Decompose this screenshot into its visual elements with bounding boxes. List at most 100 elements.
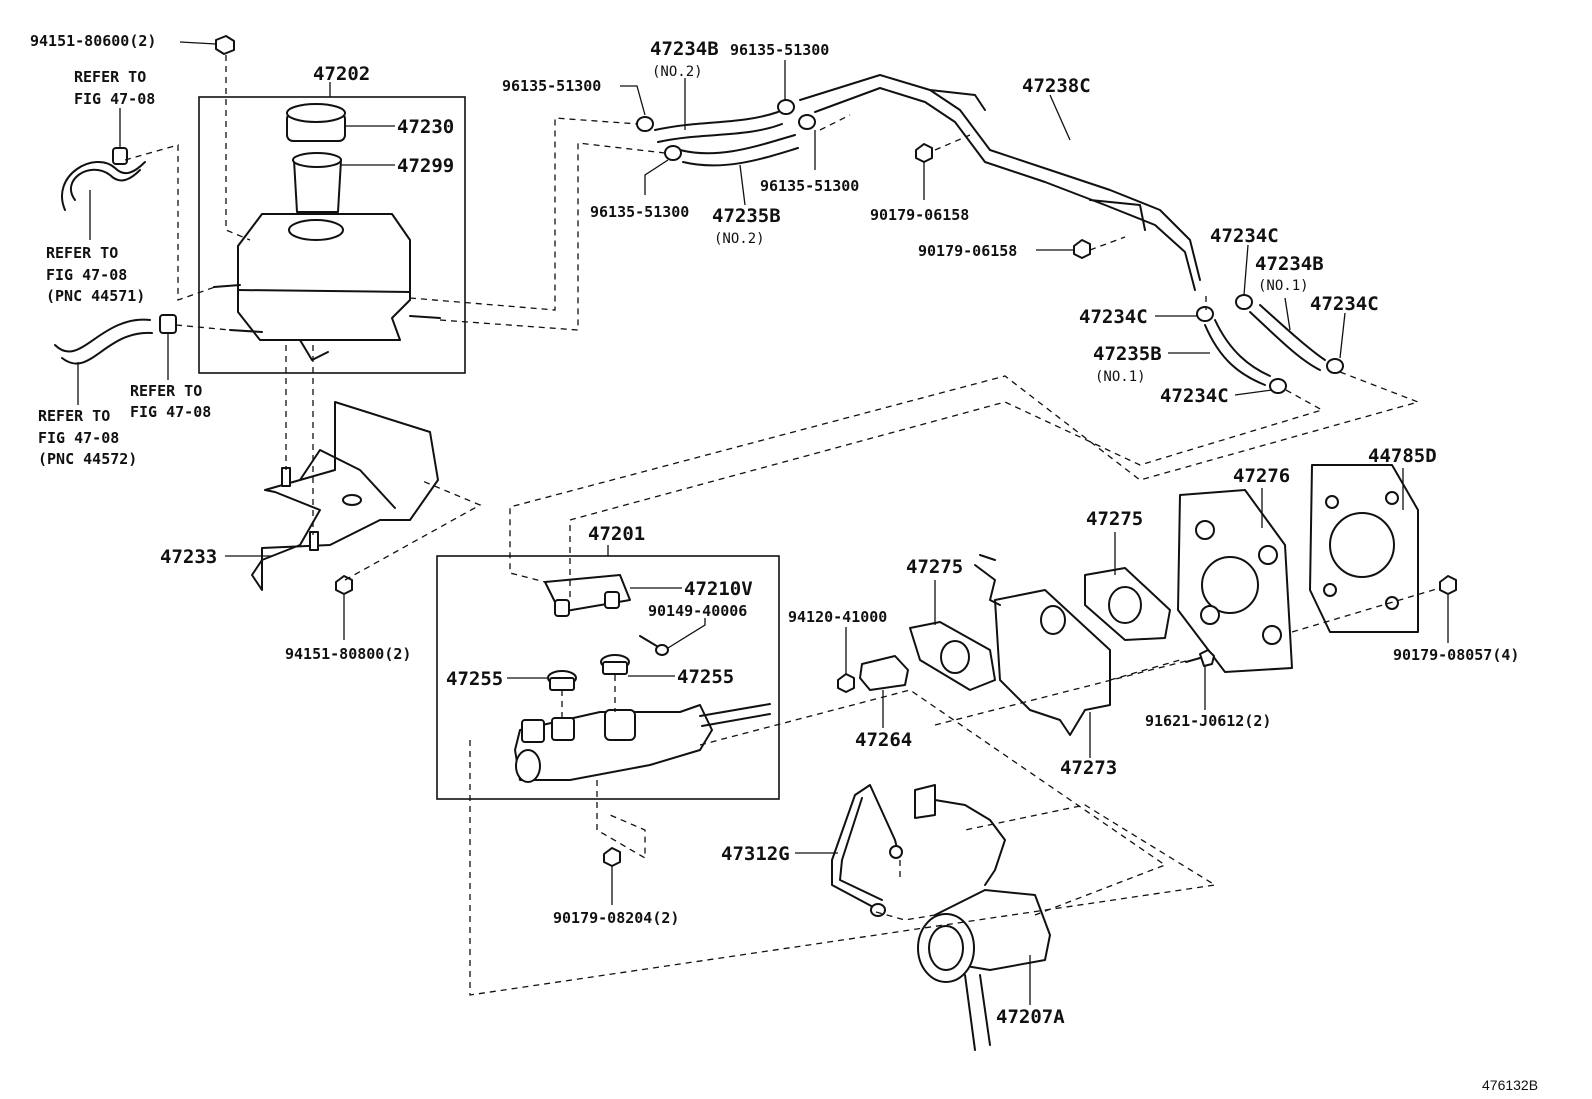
label-47235B-b: 47235B — [1093, 343, 1162, 365]
diagram-code: 476132B — [1482, 1077, 1538, 1093]
leader-96135-a — [620, 85, 646, 116]
label-44785D: 44785D — [1368, 445, 1437, 467]
ref2-line2: FIG 47-08 — [46, 266, 127, 284]
label-47235B-sub: (NO.2) — [714, 231, 765, 247]
label-47230: 47230 — [397, 116, 454, 138]
ref4-line2: FIG 47-08 — [38, 429, 119, 447]
screw-90149-40006 — [639, 635, 669, 656]
ref1-line1: REFER TO — [74, 68, 146, 86]
ref2-line3: (PNC 44571) — [46, 287, 145, 305]
label-47235B: 47235B — [712, 205, 781, 227]
label-47201: 47201 — [588, 523, 645, 545]
tube-47312G — [831, 784, 903, 917]
dash-line-19 — [1291, 587, 1441, 633]
label-47234C-a: 47234C — [1210, 225, 1279, 247]
dash-line-18 — [1109, 659, 1181, 681]
reservoir-tank — [213, 213, 441, 361]
nut-94120-41000 — [837, 673, 855, 693]
hose-refer-44571 — [61, 147, 146, 211]
label-47275-b: 47275 — [1086, 508, 1143, 530]
bolt-90179-06158-b — [1073, 239, 1091, 259]
hose-47234B-no1 — [1249, 304, 1326, 371]
label-90179-06158-b: 90179-06158 — [918, 242, 1017, 260]
label-47234C-c: 47234C — [1079, 306, 1148, 328]
grommet-47255-b — [600, 654, 630, 675]
dash-line-8 — [439, 142, 666, 331]
hose-47234B-no2 — [654, 111, 783, 143]
label-96135-b: 96135-51300 — [730, 41, 829, 59]
dash-line-15 — [469, 740, 1217, 996]
hose-refer-44572 — [54, 314, 177, 365]
ref3-line2: FIG 47-08 — [130, 403, 211, 421]
label-91621-J0612: 91621-J0612(2) — [1145, 712, 1271, 730]
grommet-47255-a — [547, 670, 577, 691]
label-96135-a: 96135-51300 — [502, 77, 601, 95]
label-94151-80800: 94151-80800(2) — [285, 645, 411, 663]
label-47234C-d: 47234C — [1160, 385, 1229, 407]
bolt-90179-06158-a — [915, 143, 933, 163]
reservoir-strainer — [292, 152, 342, 213]
label-90179-08204: 90179-08204(2) — [553, 909, 679, 927]
actuator-47207A — [914, 784, 1051, 1051]
label-47275-a: 47275 — [906, 556, 963, 578]
label-47234B: 47234B — [650, 38, 719, 60]
label-96135-d: 96135-51300 — [760, 177, 859, 195]
clevis-47264 — [859, 655, 909, 691]
dash-line-1 — [225, 55, 251, 241]
dash-line-3 — [175, 324, 231, 331]
clamps-96135 — [636, 99, 816, 161]
nut-94151-80600 — [215, 35, 235, 55]
bolt-91621-J0612 — [1185, 649, 1215, 667]
label-96135-c: 96135-51300 — [590, 203, 689, 221]
label-94151-80600: 94151-80600(2) — [30, 32, 156, 50]
leader-90149-40006 — [667, 618, 706, 649]
label-47207A: 47207A — [996, 1006, 1065, 1028]
label-94120-41000: 94120-41000 — [788, 608, 887, 626]
label-90179-06158-a: 90179-06158 — [870, 206, 969, 224]
inlet-pipe-47210V — [544, 574, 631, 617]
hose-47235B-no1 — [1204, 319, 1271, 386]
gasket-47275-a — [909, 621, 996, 691]
reservoir-cap — [286, 103, 346, 142]
hose-47235B-no2 — [679, 134, 799, 167]
label-47276: 47276 — [1233, 465, 1290, 487]
nut-90179-08204 — [603, 847, 621, 867]
dash-line-6 — [344, 479, 482, 581]
dash-line-16 — [699, 689, 1167, 916]
dash-line-10 — [509, 371, 1421, 583]
label-47210V: 47210V — [684, 578, 753, 600]
dash-line-7 — [409, 117, 639, 311]
leader-47234C-b — [1339, 312, 1346, 359]
bracket-47273 — [974, 554, 1111, 736]
label-47202: 47202 — [313, 63, 370, 85]
label-47234B-b-sub: (NO.1) — [1258, 278, 1309, 294]
label-47264: 47264 — [855, 729, 912, 751]
label-47235B-b-sub: (NO.1) — [1095, 369, 1146, 385]
label-90149-40006: 90149-40006 — [648, 602, 747, 620]
nut-94151-80800 — [335, 575, 353, 595]
gasket-47275-b — [1084, 567, 1171, 641]
reservoir-bracket — [251, 401, 439, 591]
ref2-line1: REFER TO — [46, 244, 118, 262]
ref4-line1: REFER TO — [38, 407, 110, 425]
leader-94151-80600 — [179, 41, 217, 45]
ref4-line3: (PNC 44572) — [38, 450, 137, 468]
leader-47234C-a — [1243, 244, 1249, 296]
label-47233: 47233 — [160, 546, 217, 568]
label-47255-a: 47255 — [446, 668, 503, 690]
brake-pipe-47238C — [799, 74, 1201, 291]
plate-47276 — [1177, 489, 1293, 673]
dash-line-14 — [596, 780, 646, 860]
gasket-44785D — [1309, 464, 1419, 633]
label-47238C: 47238C — [1022, 75, 1091, 97]
dash-line-23 — [934, 134, 971, 151]
leader-47234C-d — [1234, 389, 1273, 396]
label-47234C-b: 47234C — [1310, 293, 1379, 315]
label-47234B-b: 47234B — [1255, 253, 1324, 275]
dash-line-11 — [569, 389, 1324, 600]
leader-96135-c — [644, 159, 669, 195]
label-47273: 47273 — [1060, 757, 1117, 779]
nut-90179-08057 — [1439, 575, 1457, 595]
label-47312G: 47312G — [721, 843, 790, 865]
